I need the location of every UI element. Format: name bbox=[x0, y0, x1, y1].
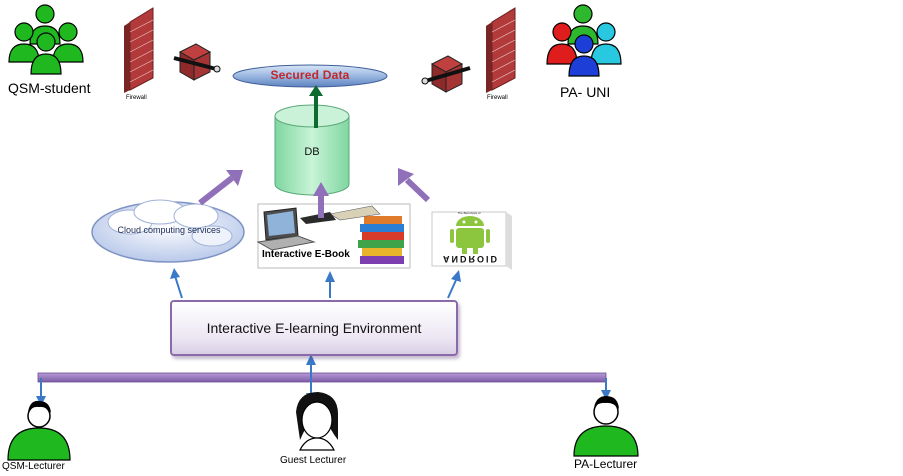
db-to-secured-arrow bbox=[309, 85, 323, 128]
secured-data-label: Secured Data bbox=[270, 68, 350, 82]
secured-data-pill bbox=[232, 64, 388, 88]
pa-lecturer-label: PA-Lecturer bbox=[574, 457, 638, 471]
ebook-label: Interactive E-Book bbox=[262, 249, 350, 260]
qsm-lecturer-icon bbox=[7, 400, 71, 461]
android-robot-icon bbox=[450, 216, 490, 254]
firewall-left-label: Firewall bbox=[126, 95, 147, 101]
cloud-to-db-arrow bbox=[198, 170, 243, 206]
qsm-student-label: QSM-student bbox=[8, 80, 91, 96]
pa-uni-label: PA- UNI bbox=[560, 84, 611, 100]
qsm-lecturer-connector bbox=[36, 378, 46, 406]
firewall-cube-left-icon bbox=[173, 43, 221, 81]
ebook-panel bbox=[256, 203, 411, 269]
db-label: DB bbox=[304, 146, 320, 158]
android-to-db-arrow bbox=[398, 168, 431, 203]
firewall-cube-right-icon bbox=[421, 55, 471, 93]
cloud-services-label: Cloud computing services bbox=[117, 225, 221, 235]
laptop-icon bbox=[256, 207, 316, 251]
qsm-student-group-icon bbox=[8, 4, 84, 75]
qsm-lecturer-label: QSM-Lecturer bbox=[2, 461, 65, 472]
android-book-panel bbox=[431, 211, 512, 270]
guest-lecturer-icon bbox=[296, 392, 338, 451]
pa-lecturer-connector bbox=[601, 378, 611, 400]
elearning-environment-label: Interactive E-learning Environment bbox=[206, 320, 422, 336]
cloud-services-icon bbox=[91, 199, 245, 263]
pa-lecturer-icon bbox=[573, 396, 639, 457]
ebook-to-db-arrow bbox=[313, 182, 329, 218]
firewall-right-label: Firewall bbox=[487, 95, 508, 101]
firewall-left-icon bbox=[124, 7, 154, 93]
android-book-title: The Best Apps of bbox=[457, 211, 481, 215]
lecturer-bus-bar bbox=[37, 372, 607, 383]
guest-lecturer-label: Guest Lecturer bbox=[280, 455, 347, 466]
android-logo-text: ANDROID bbox=[443, 254, 499, 264]
elearning-environment-box: Interactive E-learning Environment bbox=[170, 300, 458, 356]
pa-uni-group-icon bbox=[546, 4, 622, 77]
env-to-android-arrow bbox=[447, 270, 461, 299]
firewall-right-icon bbox=[486, 7, 516, 93]
database-cylinder-icon bbox=[274, 104, 350, 196]
env-to-cloud-arrow bbox=[170, 268, 183, 299]
env-to-ebook-arrow bbox=[325, 271, 335, 298]
